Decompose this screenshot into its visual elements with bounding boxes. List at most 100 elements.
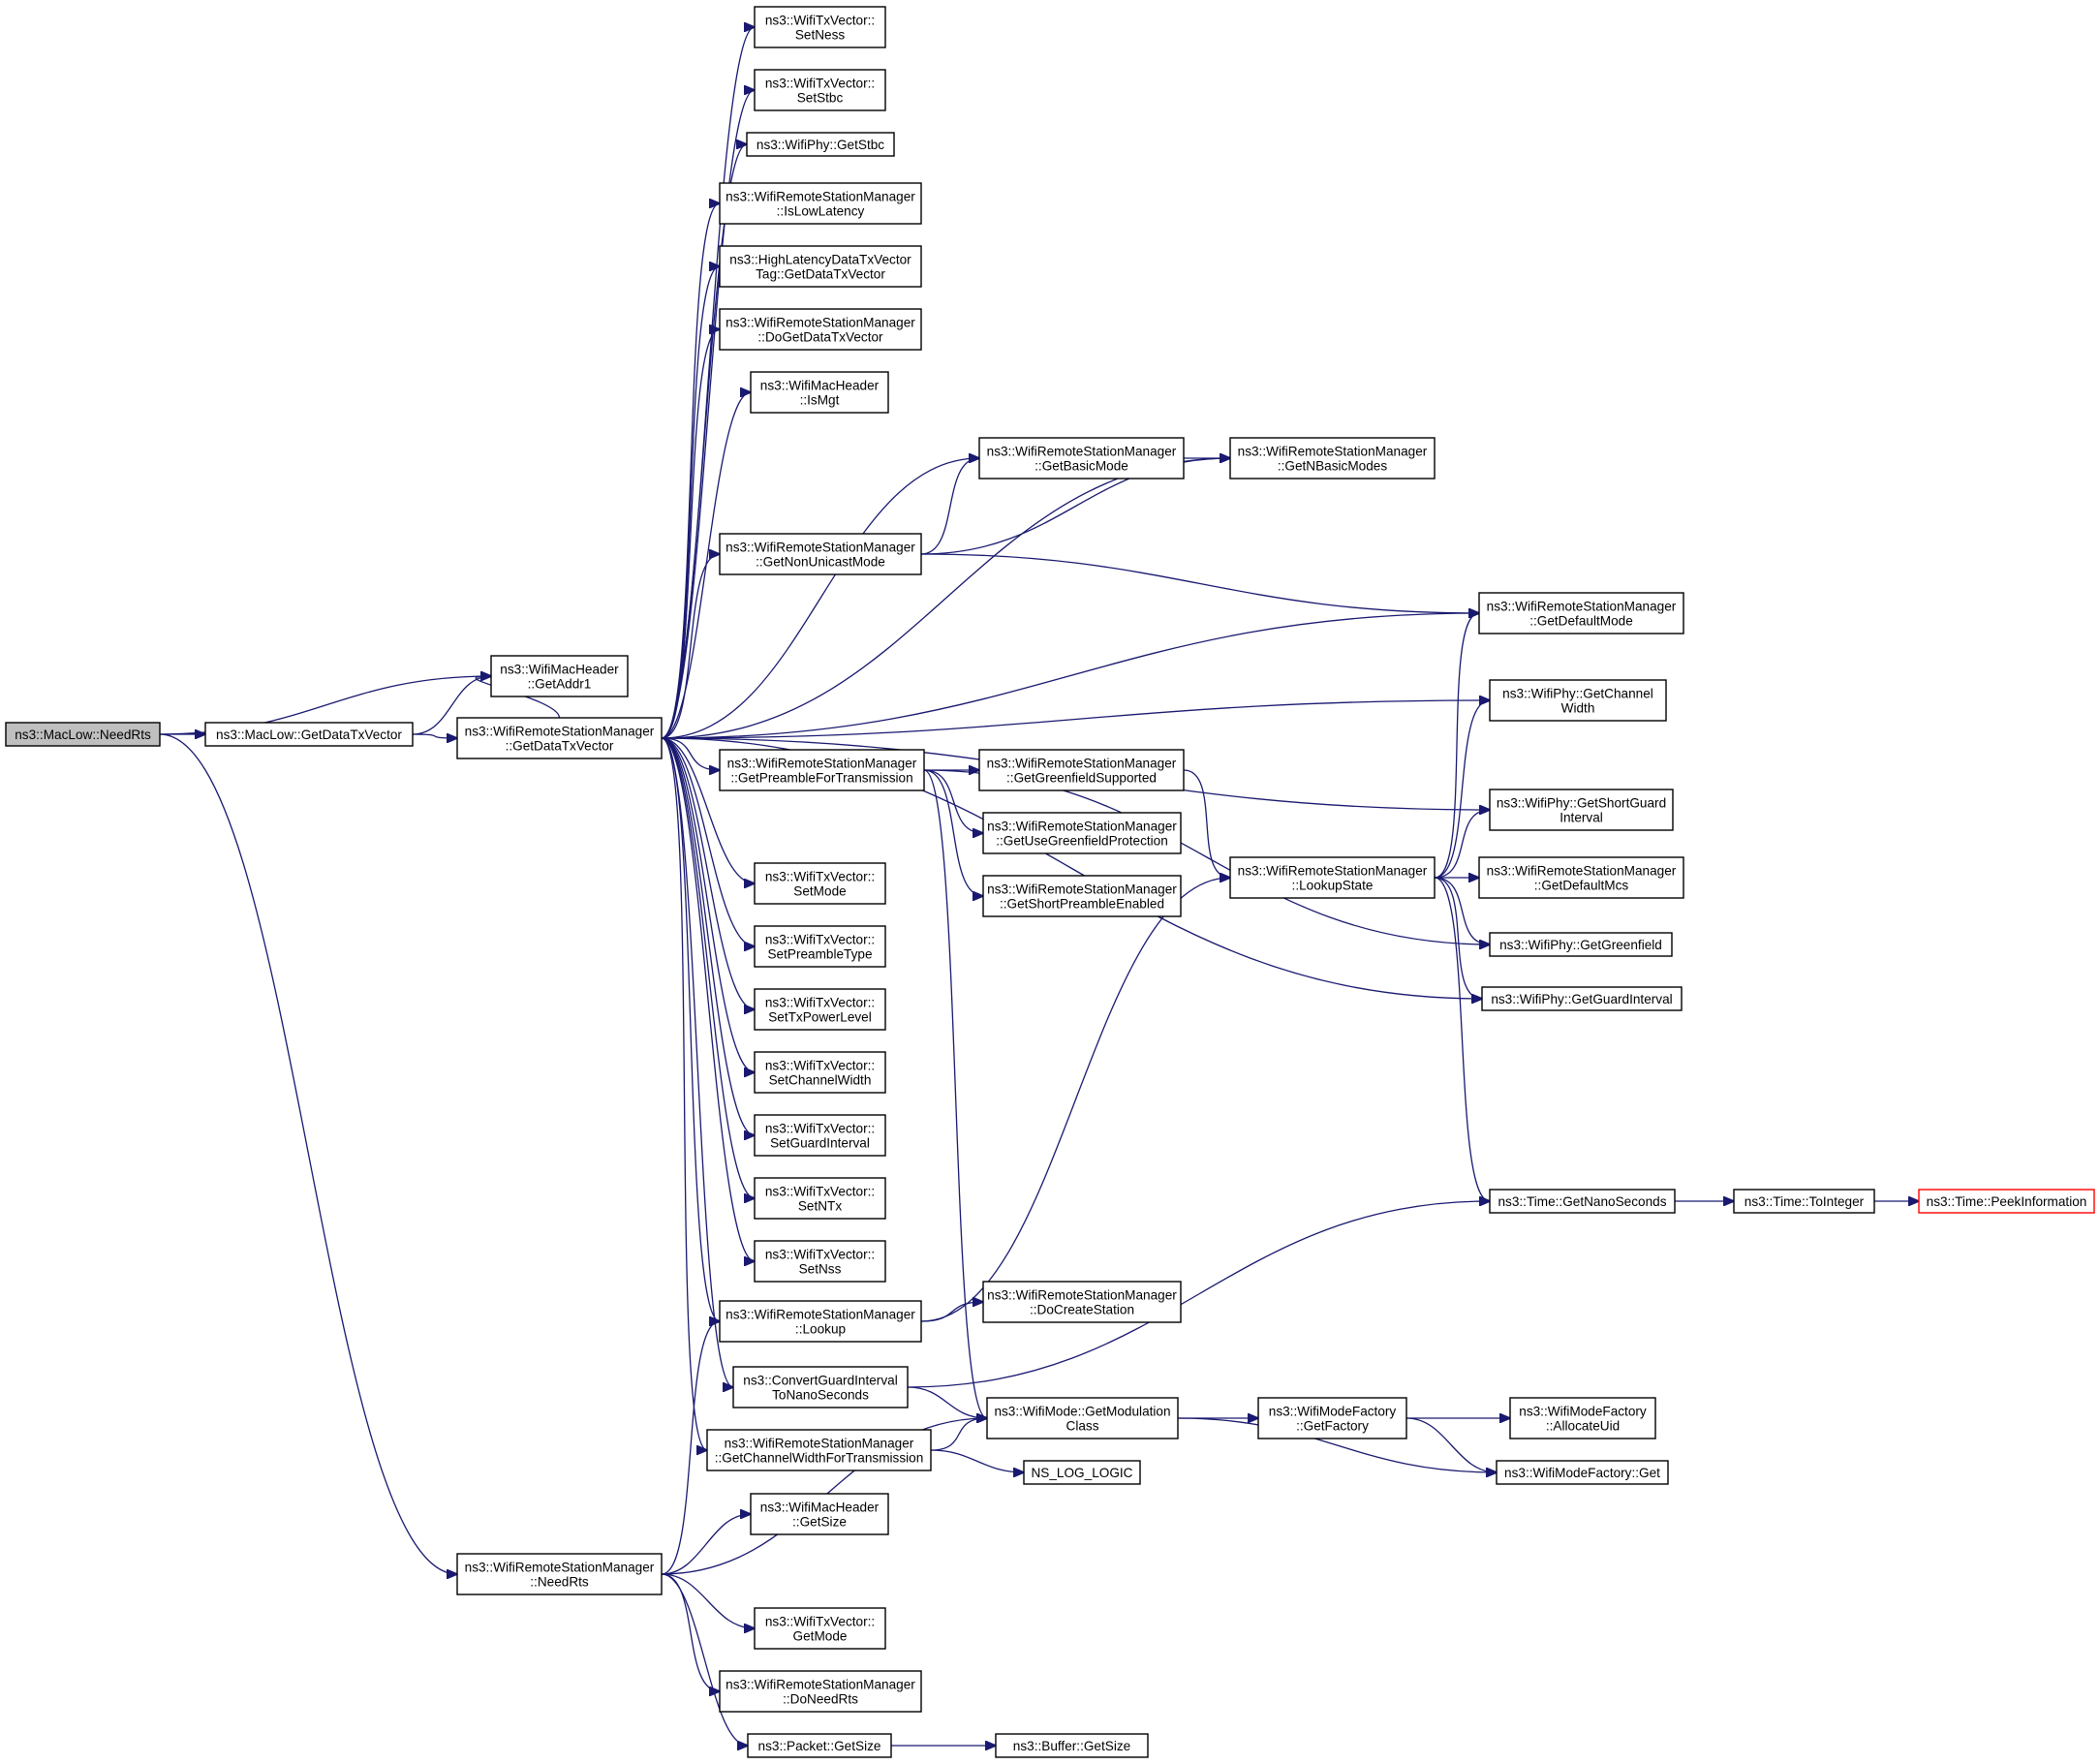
node-label-line: ns3::WifiMacHeader bbox=[760, 1501, 880, 1515]
node-box bbox=[1509, 1397, 1656, 1439]
node-get-nbasic-modes[interactable]: ns3::WifiRemoteStationManager::GetNBasic… bbox=[1229, 437, 1436, 480]
node-get-preamble-for-transmission[interactable]: ns3::WifiRemoteStationManager::GetPreamb… bbox=[719, 749, 925, 791]
node-factory-get[interactable]: ns3::WifiModeFactory::Get bbox=[1496, 1460, 1669, 1485]
node-get-addr1[interactable]: ns3::WifiMacHeader::GetAddr1 bbox=[490, 655, 629, 697]
node-set-preamble-type[interactable]: ns3::WifiTxVector::SetPreambleType bbox=[754, 925, 886, 968]
node-box bbox=[490, 655, 629, 697]
node-allocate-uid[interactable]: ns3::WifiModeFactory::AllocateUid bbox=[1509, 1397, 1656, 1439]
node-label-line: ::GetDefaultMode bbox=[1529, 614, 1633, 629]
node-label-line: ::GetSize bbox=[792, 1515, 847, 1530]
call-edge-get-preamble-for-transmission-to-get-use-greenfield-protection bbox=[923, 769, 983, 833]
node-label-line: ::IsLowLatency bbox=[777, 204, 865, 219]
node-label-line: ns3::Time::PeekInformation bbox=[1927, 1194, 2087, 1209]
node-get-guard-interval[interactable]: ns3::WifiPhy::GetGuardInterval bbox=[1481, 986, 1683, 1011]
node-do-create-station[interactable]: ns3::WifiRemoteStationManager::DoCreateS… bbox=[982, 1281, 1182, 1323]
node-box bbox=[1496, 1460, 1669, 1485]
node-is-low-latency[interactable]: ns3::WifiRemoteStationManager::IsLowLate… bbox=[719, 182, 922, 225]
node-label-line: ::NeedRts bbox=[530, 1575, 589, 1590]
node-label-line: ns3::WifiModeFactory::Get bbox=[1504, 1466, 1660, 1480]
node-label-line: ::GetGreenfieldSupported bbox=[1006, 771, 1157, 786]
call-edge-wrsm-need-rts-to-tx-vector-get-mode bbox=[661, 1573, 755, 1628]
call-edge-wrsm-get-data-tx-vector-to-convert-guard-interval bbox=[661, 737, 733, 1387]
call-edge-get-greenfield-supported-to-lookup-state bbox=[1183, 769, 1230, 878]
node-do-need-rts[interactable]: ns3::WifiRemoteStationManager::DoNeedRts bbox=[719, 1670, 922, 1713]
call-edge-lookup-state-to-get-default-mode bbox=[1434, 613, 1479, 879]
call-edge-get-non-unicast-mode-to-get-basic-mode bbox=[920, 458, 979, 555]
node-box bbox=[747, 1733, 892, 1758]
node-label-line: ns3::WifiTxVector:: bbox=[765, 996, 875, 1010]
call-edge-convert-guard-interval-to-get-modulation-class bbox=[907, 1386, 987, 1418]
node-label-line: ns3::WifiMode::GetModulation bbox=[994, 1405, 1170, 1419]
node-label-line: Class bbox=[1066, 1419, 1099, 1434]
node-label-line: ns3::WifiTxVector:: bbox=[765, 1248, 875, 1262]
node-peek-information[interactable]: ns3::Time::PeekInformation bbox=[1918, 1189, 2095, 1214]
node-get-nano-seconds[interactable]: ns3::Time::GetNanoSeconds bbox=[1489, 1189, 1676, 1214]
node-buffer-get-size[interactable]: ns3::Buffer::GetSize bbox=[995, 1733, 1149, 1758]
node-lookup-state[interactable]: ns3::WifiRemoteStationManager::LookupSta… bbox=[1229, 856, 1436, 899]
node-get-short-preamble-enabled[interactable]: ns3::WifiRemoteStationManager::GetShortP… bbox=[982, 875, 1182, 917]
node-label-line: ::GetBasicMode bbox=[1035, 459, 1128, 474]
node-get-greenfield-supported[interactable]: ns3::WifiRemoteStationManager::GetGreenf… bbox=[978, 749, 1185, 791]
node-get-non-unicast-mode[interactable]: ns3::WifiRemoteStationManager::GetNonUni… bbox=[719, 533, 922, 575]
node-set-mode[interactable]: ns3::WifiTxVector::SetMode bbox=[754, 862, 886, 905]
node-do-get-data-tx-vector[interactable]: ns3::WifiRemoteStationManager::DoGetData… bbox=[719, 308, 922, 351]
node-box bbox=[754, 1051, 886, 1094]
node-packet-get-size[interactable]: ns3::Packet::GetSize bbox=[747, 1733, 892, 1758]
call-edge-lookup-to-do-create-station bbox=[920, 1302, 983, 1322]
node-set-tx-power-level[interactable]: ns3::WifiTxVector::SetTxPowerLevel bbox=[754, 988, 886, 1031]
call-edge-get-preamble-for-transmission-to-get-short-preamble-enabled bbox=[923, 769, 983, 896]
node-set-ness[interactable]: ns3::WifiTxVector::SetNess bbox=[754, 6, 886, 48]
node-label-line: ns3::WifiRemoteStationManager bbox=[465, 725, 655, 739]
node-set-nss[interactable]: ns3::WifiTxVector::SetNss bbox=[754, 1240, 886, 1283]
node-set-guard-interval[interactable]: ns3::WifiTxVector::SetGuardInterval bbox=[754, 1114, 886, 1157]
node-get-greenfield[interactable]: ns3::WifiPhy::GetGreenfield bbox=[1489, 932, 1673, 957]
node-hl-tag-get-data-tx-vector[interactable]: ns3::HighLatencyDataTxVectorTag::GetData… bbox=[719, 245, 922, 288]
node-box bbox=[746, 132, 895, 157]
node-is-mgt[interactable]: ns3::WifiMacHeader::IsMgt bbox=[750, 371, 889, 414]
node-lookup[interactable]: ns3::WifiRemoteStationManager::Lookup bbox=[719, 1300, 922, 1343]
node-label-line: ::GetDefaultMcs bbox=[1534, 879, 1629, 893]
node-set-stbc[interactable]: ns3::WifiTxVector::SetStbc bbox=[754, 69, 886, 111]
node-get-factory[interactable]: ns3::WifiModeFactory::GetFactory bbox=[1257, 1397, 1407, 1439]
call-edge-wrsm-get-data-tx-vector-to-get-preamble-for-transmission bbox=[661, 737, 720, 770]
node-label-line: ns3::WifiTxVector:: bbox=[765, 1185, 875, 1199]
node-ns-log-logic[interactable]: NS_LOG_LOGIC bbox=[1023, 1460, 1141, 1485]
node-set-ntx[interactable]: ns3::WifiTxVector::SetNTx bbox=[754, 1177, 886, 1220]
call-edge-wrsm-get-data-tx-vector-to-hl-tag-get-data-tx-vector bbox=[661, 266, 720, 739]
node-label-line: ns3::WifiTxVector:: bbox=[765, 870, 875, 884]
node-label-line: GetMode bbox=[793, 1629, 848, 1644]
node-to-integer[interactable]: ns3::Time::ToInteger bbox=[1733, 1189, 1875, 1214]
node-label-line: ns3::WifiTxVector:: bbox=[765, 77, 875, 91]
node-get-channel-width[interactable]: ns3::WifiPhy::GetChannelWidth bbox=[1489, 679, 1667, 722]
node-get-default-mode[interactable]: ns3::WifiRemoteStationManager::GetDefaul… bbox=[1478, 592, 1684, 634]
node-box bbox=[754, 6, 886, 48]
node-get-use-greenfield-protection[interactable]: ns3::WifiRemoteStationManager::GetUseGre… bbox=[982, 812, 1182, 854]
node-get-channel-width-for-transmission[interactable]: ns3::WifiRemoteStationManager::GetChanne… bbox=[706, 1429, 932, 1471]
node-box bbox=[719, 533, 922, 575]
node-get-basic-mode[interactable]: ns3::WifiRemoteStationManager::GetBasicM… bbox=[978, 437, 1185, 480]
node-label-line: ns3::MacLow::NeedRts bbox=[15, 727, 151, 742]
node-box bbox=[1481, 986, 1683, 1011]
node-label-line: ::DoNeedRts bbox=[783, 1692, 858, 1707]
node-label-line: ::GetDataTxVector bbox=[506, 739, 614, 754]
node-wrsm-get-data-tx-vector[interactable]: ns3::WifiRemoteStationManager::GetDataTx… bbox=[456, 717, 663, 759]
node-box bbox=[1023, 1460, 1141, 1485]
node-phy-get-stbc[interactable]: ns3::WifiPhy::GetStbc bbox=[746, 132, 895, 157]
node-tx-vector-get-mode[interactable]: ns3::WifiTxVector::GetMode bbox=[754, 1607, 886, 1650]
node-label-line: ::GetNonUnicastMode bbox=[756, 555, 885, 570]
node-box bbox=[754, 1177, 886, 1220]
node-set-channel-width[interactable]: ns3::WifiTxVector::SetChannelWidth bbox=[754, 1051, 886, 1094]
node-mac-low-get-data-tx-vector[interactable]: ns3::MacLow::GetDataTxVector bbox=[204, 722, 414, 747]
node-mac-low-need-rts[interactable]: ns3::MacLow::NeedRts bbox=[5, 722, 161, 747]
node-wrsm-need-rts[interactable]: ns3::WifiRemoteStationManager::NeedRts bbox=[456, 1553, 663, 1595]
node-box bbox=[719, 308, 922, 351]
node-mac-header-get-size[interactable]: ns3::WifiMacHeader::GetSize bbox=[750, 1493, 889, 1535]
node-label-line: ::GetAddr1 bbox=[528, 677, 592, 692]
node-get-default-mcs[interactable]: ns3::WifiRemoteStationManager::GetDefaul… bbox=[1478, 856, 1684, 899]
call-edge-wrsm-get-data-tx-vector-to-do-get-data-tx-vector bbox=[661, 329, 720, 739]
node-box bbox=[1489, 932, 1673, 957]
